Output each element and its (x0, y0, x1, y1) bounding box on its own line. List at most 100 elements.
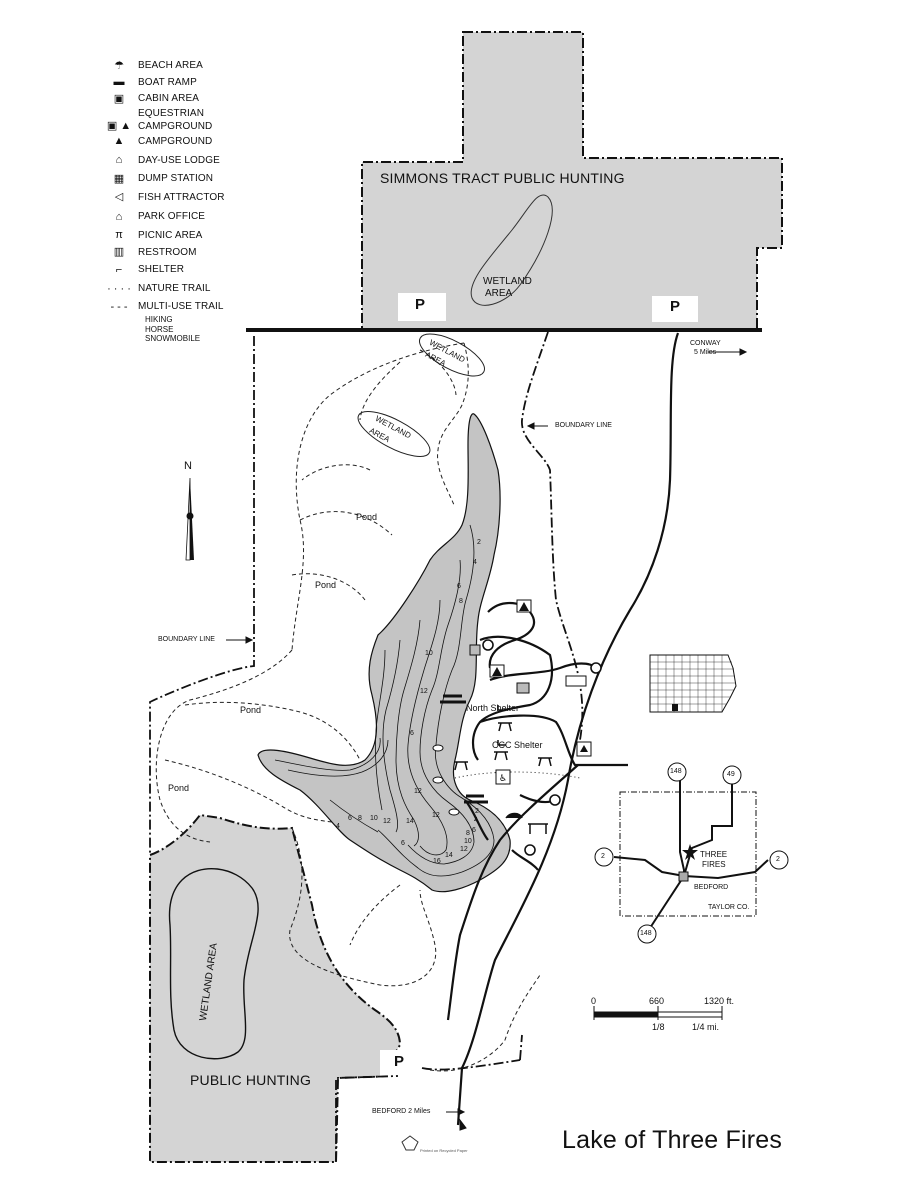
north-shelter-label: North Shelter (466, 703, 520, 713)
legend-label: MULTI-USE TRAIL (138, 301, 224, 312)
trail-use-horse: HORSE (145, 324, 174, 334)
pond-label-3: Pond (240, 705, 262, 715)
parking-label-1: P (415, 296, 426, 313)
bedford-distance: BEDFORD 2 Miles (372, 1108, 431, 1115)
legend-row-equestrian: EQUESTRIAN (100, 108, 260, 120)
bedford-label: BEDFORD (694, 884, 729, 891)
scale-max: 1320 ft. (704, 996, 735, 1006)
depth-label: 6 (401, 840, 405, 847)
depth-label: 6 (410, 730, 414, 737)
scale-zero: 0 (591, 996, 597, 1006)
legend-row-restroom: ▥ RESTROOM (100, 245, 260, 262)
cabin-icon: ▣ (113, 92, 125, 105)
legend-row-boat-ramp: ▬ BOAT RAMP (100, 75, 260, 92)
route-49: 49 (727, 771, 735, 778)
legend-label: PARK OFFICE (138, 211, 206, 222)
depth-label: 12 (383, 818, 391, 825)
recycled-note: Printed on Recycled Paper (420, 1148, 468, 1153)
depth-label: 16 (433, 858, 441, 865)
recycle-mark (401, 1135, 419, 1151)
beach-icon: ☂ (114, 59, 124, 72)
shelter-icon: ⌐ (115, 263, 123, 276)
nature-trail-line: · · · · (107, 282, 131, 295)
legend-row-shelter: ⌐ SHELTER (100, 261, 260, 279)
depth-label: 6 (457, 583, 461, 590)
simmons-tract-area (361, 31, 783, 331)
depth-label: 2 (477, 539, 481, 546)
wetland-top-label: WETLAND (483, 276, 532, 287)
legend-row-campground: ▲ CAMPGROUND (100, 134, 260, 151)
depth-label: 12 (460, 846, 468, 853)
legend-label: CABIN AREA (138, 93, 200, 105)
conway-label: CONWAY (690, 340, 721, 347)
legend-label: RESTROOM (138, 246, 197, 258)
simmons-tract-label: SIMMONS TRACT PUBLIC HUNTING (380, 170, 625, 186)
iowa-inset (649, 654, 737, 713)
depth-label: 10 (464, 838, 472, 845)
depth-label: 8 (358, 815, 362, 822)
legend-row-picnic: π PICNIC AREA (100, 227, 260, 245)
fish-icon: ◁ (114, 191, 124, 203)
location-inset (594, 762, 789, 944)
route-148-top: 148 (670, 768, 682, 775)
nature-trail (454, 771, 581, 779)
trail-use-hiking: HIKING (145, 315, 173, 324)
trail-use-snowmobile: SNOWMOBILE (145, 334, 201, 343)
scale-bar (593, 1006, 723, 1020)
legend-row-nature-trail: · · · · NATURE TRAIL (100, 279, 260, 299)
restroom-icon: ▥ (113, 246, 125, 259)
legend-label: BEACH AREA (138, 60, 203, 72)
pointer-arrows (226, 348, 748, 1131)
conway-distance: 5 Miles (694, 349, 717, 356)
depth-label: 4 (473, 559, 477, 566)
three-fires-label-2: FIRES (702, 860, 726, 869)
depth-label: 6 (472, 827, 476, 834)
route-148-bottom: 148 (640, 930, 652, 937)
svg-text:♿: ♿ (499, 774, 507, 784)
wetland-a (419, 333, 485, 377)
depth-label: 4 (474, 817, 478, 824)
legend-label: SHELTER (138, 264, 185, 275)
legend-label: DAY-USE LODGE (138, 154, 220, 166)
route-2-left: 2 (601, 853, 605, 860)
boat-ramp-icon: ▬ (113, 76, 125, 89)
multi-use-trails (155, 342, 541, 1072)
fish-attractors (432, 744, 460, 816)
north-label: N (184, 460, 192, 472)
legend-label: DUMP STATION (138, 173, 214, 185)
legend-label: BOAT RAMP (138, 76, 197, 88)
legend-label: NATURE TRAIL (138, 283, 211, 294)
legend-row-cabin: ▣ CABIN AREA (100, 91, 260, 108)
legend: ☂ BEACH AREA ▬ BOAT RAMP ▣ CABIN AREA EQ… (100, 58, 260, 344)
park-roads (446, 332, 680, 1126)
depth-label: 12 (420, 688, 428, 695)
pond-label-4: Pond (168, 783, 190, 793)
parking-label-2: P (670, 298, 681, 315)
legend-row-fish: ◁ FISH ATTRACTOR (100, 188, 260, 208)
public-hunting-label: PUBLIC HUNTING (190, 1072, 312, 1088)
legend-label: FISH ATTRACTOR (138, 191, 225, 203)
depth-label: 10 (425, 650, 433, 657)
parking-label-3: P (394, 1053, 405, 1070)
legend-row-dump-station: ▦ DUMP STATION (100, 171, 260, 188)
legend-label: CAMPGROUND (138, 120, 213, 132)
ccc-shelter-label: CCC Shelter (492, 740, 543, 750)
pond-label-1: Pond (356, 512, 378, 522)
depth-label: 6 (348, 815, 352, 822)
wetland-b (357, 411, 431, 457)
scale-eighth: 1/8 (652, 1022, 665, 1032)
map-title: Lake of Three Fires (562, 1126, 783, 1154)
legend-label: EQUESTRIAN (138, 107, 205, 119)
route-2-right: 2 (776, 856, 780, 863)
depth-label: 12 (432, 812, 440, 819)
north-arrow (185, 477, 194, 561)
wetland-top-label-2: AREA (485, 288, 513, 299)
legend-row-multi-use-trail: - - - MULTI-USE TRAIL (100, 299, 260, 315)
legend-row-park-office: ⌂ PARK OFFICE (100, 208, 260, 227)
legend-label: CAMPGROUND (138, 135, 213, 147)
boundary-line-label-left: BOUNDARY LINE (158, 636, 215, 643)
depth-label: 2 (475, 808, 479, 815)
facility-icons: ♿ (440, 599, 592, 834)
dump-station-icon: ▦ (113, 172, 125, 185)
parking-box-1 (398, 293, 446, 321)
